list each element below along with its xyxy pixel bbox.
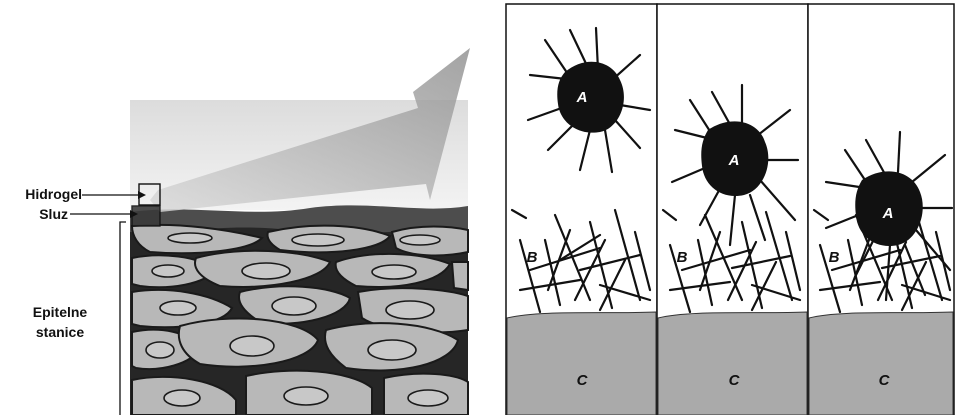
mucus-pointer bbox=[70, 210, 138, 218]
particle-2 bbox=[670, 83, 800, 247]
cell-nuclei bbox=[145, 232, 449, 407]
epithelial-label-line2: stanice bbox=[35, 324, 85, 340]
substrate-layer bbox=[506, 311, 954, 415]
epithelial-label-line1: Epitelne bbox=[32, 304, 88, 320]
panel-2-label-a: A bbox=[728, 152, 740, 169]
panel-1-label-c: C bbox=[576, 372, 588, 389]
panel-1-label-a: A bbox=[576, 89, 588, 106]
panel-3-label-b: B bbox=[828, 249, 840, 266]
panel-3-label-c: C bbox=[878, 372, 890, 389]
panel-2-label-b: B bbox=[676, 249, 688, 266]
epithelium-illustration bbox=[70, 48, 470, 415]
hydrogel-label: Hidrogel bbox=[25, 186, 82, 202]
particle-1 bbox=[526, 26, 652, 174]
particle-3 bbox=[824, 130, 954, 302]
epithelial-bracket bbox=[119, 221, 126, 415]
big-arrow-icon bbox=[150, 48, 470, 212]
panel-3-label-a: A bbox=[882, 205, 894, 222]
panels-group bbox=[505, 3, 955, 415]
panel-2-label-c: C bbox=[728, 372, 740, 389]
mucus-box bbox=[131, 205, 161, 227]
hydrogel-pointer bbox=[82, 191, 146, 199]
mucus-layer bbox=[130, 205, 468, 234]
mucus-label: Sluz bbox=[39, 206, 68, 222]
epithelial-cells bbox=[130, 223, 469, 415]
panel-1-label-b: B bbox=[526, 249, 538, 266]
